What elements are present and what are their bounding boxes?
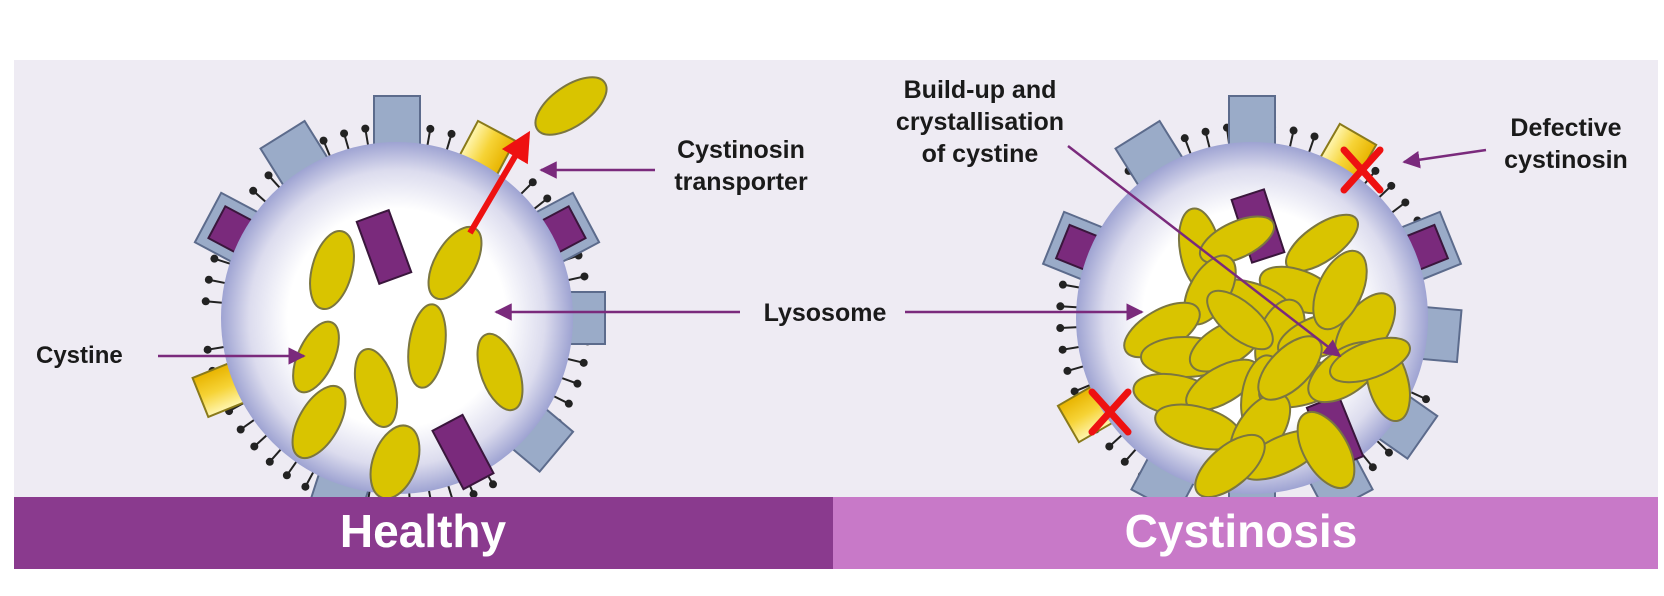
healthy-title: Healthy — [340, 505, 507, 557]
defective-marks — [1088, 146, 1384, 436]
lipid-head — [282, 471, 291, 480]
lipid-head — [264, 171, 273, 180]
exported-cystine — [534, 76, 608, 136]
red-x-icon — [1088, 388, 1132, 436]
lipid-head — [543, 194, 552, 203]
defective-arrow — [1402, 148, 1487, 169]
lipid-head — [1056, 302, 1065, 311]
label-defective-2: cystinosin — [1504, 146, 1628, 174]
cystine-molecule — [309, 230, 355, 310]
lipid-head — [1384, 448, 1393, 457]
healthy-inner-proteins — [355, 208, 495, 491]
label-buildup-1: Build-up and — [904, 76, 1057, 104]
lipid-head — [1056, 324, 1065, 333]
healthy-cystine-molecules — [291, 225, 524, 497]
cystine-molecule — [476, 332, 524, 412]
lipid-head — [1105, 442, 1114, 451]
inner-protein — [355, 208, 413, 286]
lipid-head — [1310, 132, 1319, 141]
cystine-molecule — [1312, 249, 1368, 331]
lipid-head — [1058, 280, 1067, 289]
lipid-head — [319, 136, 328, 145]
lipid-head — [426, 124, 435, 133]
cystine-molecule — [1194, 433, 1266, 497]
healthy-lysosome — [191, 76, 608, 497]
lipid-head — [236, 425, 245, 434]
cystine-molecule — [1296, 411, 1356, 489]
lipid-head — [1401, 198, 1410, 207]
lipid-head — [489, 480, 497, 489]
lipid-head — [250, 442, 259, 451]
red-x-icon — [1340, 146, 1384, 194]
cystine-molecule — [291, 384, 347, 460]
lipid-head — [203, 345, 212, 354]
label-buildup-2: crystallisation — [896, 108, 1064, 136]
lipid-head — [573, 379, 582, 388]
lipid-head — [579, 358, 588, 367]
label-transporter-1: Cystinosin — [677, 136, 805, 164]
lipid-head — [1422, 395, 1431, 404]
lipid-head — [361, 124, 370, 133]
label-arrows — [158, 145, 1487, 365]
lipid-head — [1201, 127, 1210, 136]
lipid-head — [528, 178, 537, 187]
label-buildup-3: of cystine — [922, 140, 1039, 168]
lipid-head — [580, 272, 589, 281]
lipid-head — [447, 129, 456, 138]
cystine-molecule — [1198, 215, 1276, 265]
lipid-tail — [408, 491, 411, 497]
lipid-head — [1070, 387, 1079, 396]
red-x-stroke — [1340, 146, 1384, 194]
cystine-molecule — [407, 303, 447, 389]
lipid-head — [301, 482, 310, 491]
lipid-head — [564, 399, 573, 408]
lipid-tail — [367, 489, 371, 497]
healthy-banner — [14, 497, 833, 569]
label-transporter-2: transporter — [674, 168, 808, 196]
inner-protein — [431, 413, 495, 491]
lipid-head — [210, 254, 219, 263]
cystine-molecule — [369, 424, 421, 497]
lipid-head — [249, 186, 258, 195]
lipid-head — [204, 275, 213, 284]
label-lysosome: Lysosome — [764, 299, 887, 327]
lipid-head — [1368, 463, 1377, 472]
lipid-tail — [427, 488, 432, 497]
lipid-head — [1058, 345, 1067, 354]
lipid-head — [1371, 166, 1380, 175]
lipid-head — [1180, 134, 1189, 143]
cystine-molecule — [1329, 336, 1411, 384]
lipid-head — [1289, 126, 1298, 135]
lipid-head — [201, 297, 210, 306]
lipid-head — [1387, 181, 1396, 190]
transport-arrow — [467, 130, 531, 235]
lipid-head — [469, 490, 478, 497]
cystinosis-lysosome — [1041, 95, 1463, 497]
cystine-molecule — [1206, 289, 1274, 351]
lipid-head — [1063, 366, 1072, 375]
buildup-arrow — [1067, 145, 1342, 358]
red-x-stroke — [1088, 388, 1132, 436]
lipid-head — [1120, 457, 1129, 466]
labels: Cystine Cystinosin transporter Lysosome … — [36, 76, 1628, 369]
label-defective-1: Defective — [1510, 114, 1621, 142]
lipid-head — [265, 457, 274, 466]
cystine-molecule — [353, 348, 399, 428]
cystinosis-banner — [833, 497, 1658, 569]
cystinosis-title: Cystinosis — [1125, 505, 1358, 557]
lipid-head — [340, 129, 349, 138]
lipid-tail — [446, 484, 453, 497]
label-cystine: Cystine — [36, 342, 123, 369]
